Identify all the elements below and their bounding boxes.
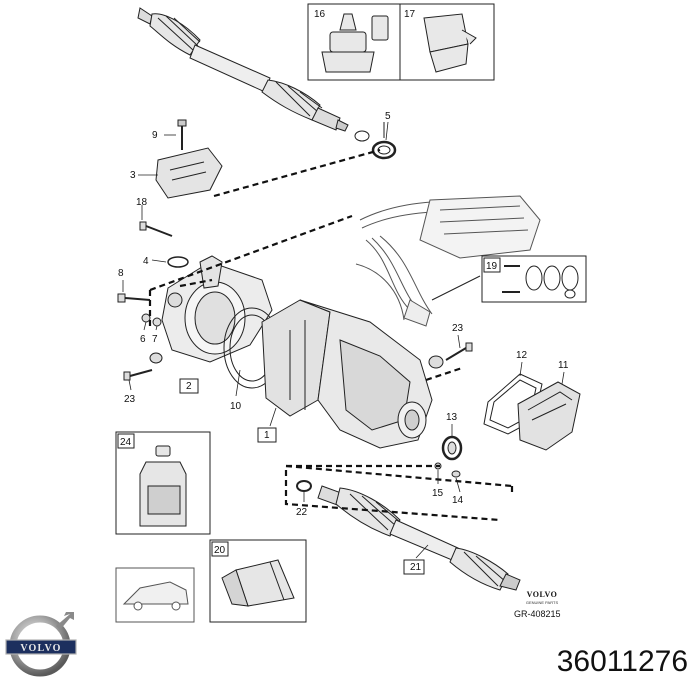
callout-22: 22 [296,507,308,518]
callout-24: 24 [120,437,132,448]
diagram-brand-sub: GENUINE PARTS [525,600,559,605]
inset-19 [431,255,587,303]
callout-1: 1 [264,430,270,441]
bolt-18 [139,221,173,237]
callout-23-right: 23 [452,323,464,334]
callouts: 1 2 3 4 5 6 7 8 9 10 11 12 13 14 15 16 1… [118,9,569,575]
callout-21: 21 [410,562,422,573]
housing-2 [161,255,273,363]
callout-11: 11 [558,360,569,371]
reference-code: GR-408215 [514,609,561,619]
callout-9: 9 [152,130,158,141]
differential-unit-1 [261,299,433,449]
bolt-23-right [428,342,473,369]
callout-20: 20 [214,545,226,556]
oil-bottle-drawing [139,445,187,527]
callout-4: 4 [143,256,149,267]
callout-18: 18 [136,197,148,208]
callout-19: 19 [486,261,498,272]
callout-12: 12 [516,350,528,361]
part-number: 36011276 [556,645,688,678]
bracket-assembly-3 [155,119,223,199]
volvo-logo-text: VOLVO [20,643,61,654]
volvo-logo: VOLVO [5,612,77,677]
callout-13: 13 [446,412,458,423]
seal-22 [296,480,312,492]
callout-23-left: 23 [124,394,136,405]
callout-16: 16 [314,9,326,20]
callout-3: 3 [130,170,136,181]
callout-5: 5 [385,111,391,122]
vehicle-thumbnail [115,567,195,623]
upper-drive-shaft [137,7,349,132]
diagram-brand: VOLVO [526,590,558,599]
callout-6: 6 [140,334,146,345]
washers-6-7 [141,313,162,327]
bolt-23-left [123,352,163,381]
callout-7: 7 [152,334,158,345]
callout-15: 15 [432,488,444,499]
leader-lines [122,121,565,559]
part-16-drawing [321,13,389,73]
inset-20 [209,539,307,623]
seal-13 [434,435,463,478]
callout-17: 17 [404,9,416,20]
sleeve-drawing [221,559,295,607]
lower-drive-shaft-21 [317,485,521,591]
part-17-drawing [423,13,477,73]
inset-24 [115,431,211,535]
seal-5 [354,122,397,160]
bolt-8 [117,293,151,303]
callout-10: 10 [230,401,242,412]
cover-11 [517,381,581,451]
callout-14: 14 [452,495,464,506]
wiring-harness [355,195,541,327]
o-ring-4 [167,256,189,268]
inset-16-17 [307,3,495,81]
dashed-guides [148,148,514,522]
callout-2: 2 [186,381,192,392]
callout-8: 8 [118,268,124,279]
